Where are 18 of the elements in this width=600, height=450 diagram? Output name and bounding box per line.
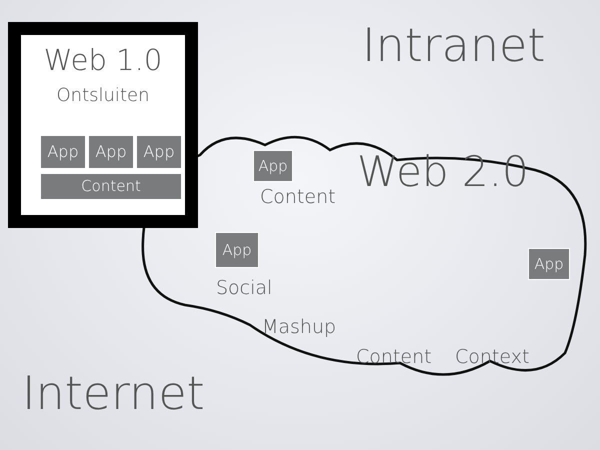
module-block: App [40,135,86,169]
module-block: App [253,150,293,182]
module-block: App [528,248,570,280]
web-frame [8,22,198,228]
feature-label: Social [216,277,272,299]
zone-label: Intranet [362,18,546,72]
module-block: App [215,232,259,268]
module-block: App [136,135,182,169]
feature-label: Mashup [262,316,336,338]
feature-label: Context [455,346,530,368]
module-block: App [88,135,134,169]
heading: Web 1.0 [42,43,164,77]
zone-label: Internet [22,366,205,420]
feature-label: Content [356,346,432,368]
module-block: Content [40,173,182,200]
subheading: Ontsluiten [56,85,150,106]
feature-label: Content [260,186,336,208]
heading: Web 2.0 [357,147,529,196]
